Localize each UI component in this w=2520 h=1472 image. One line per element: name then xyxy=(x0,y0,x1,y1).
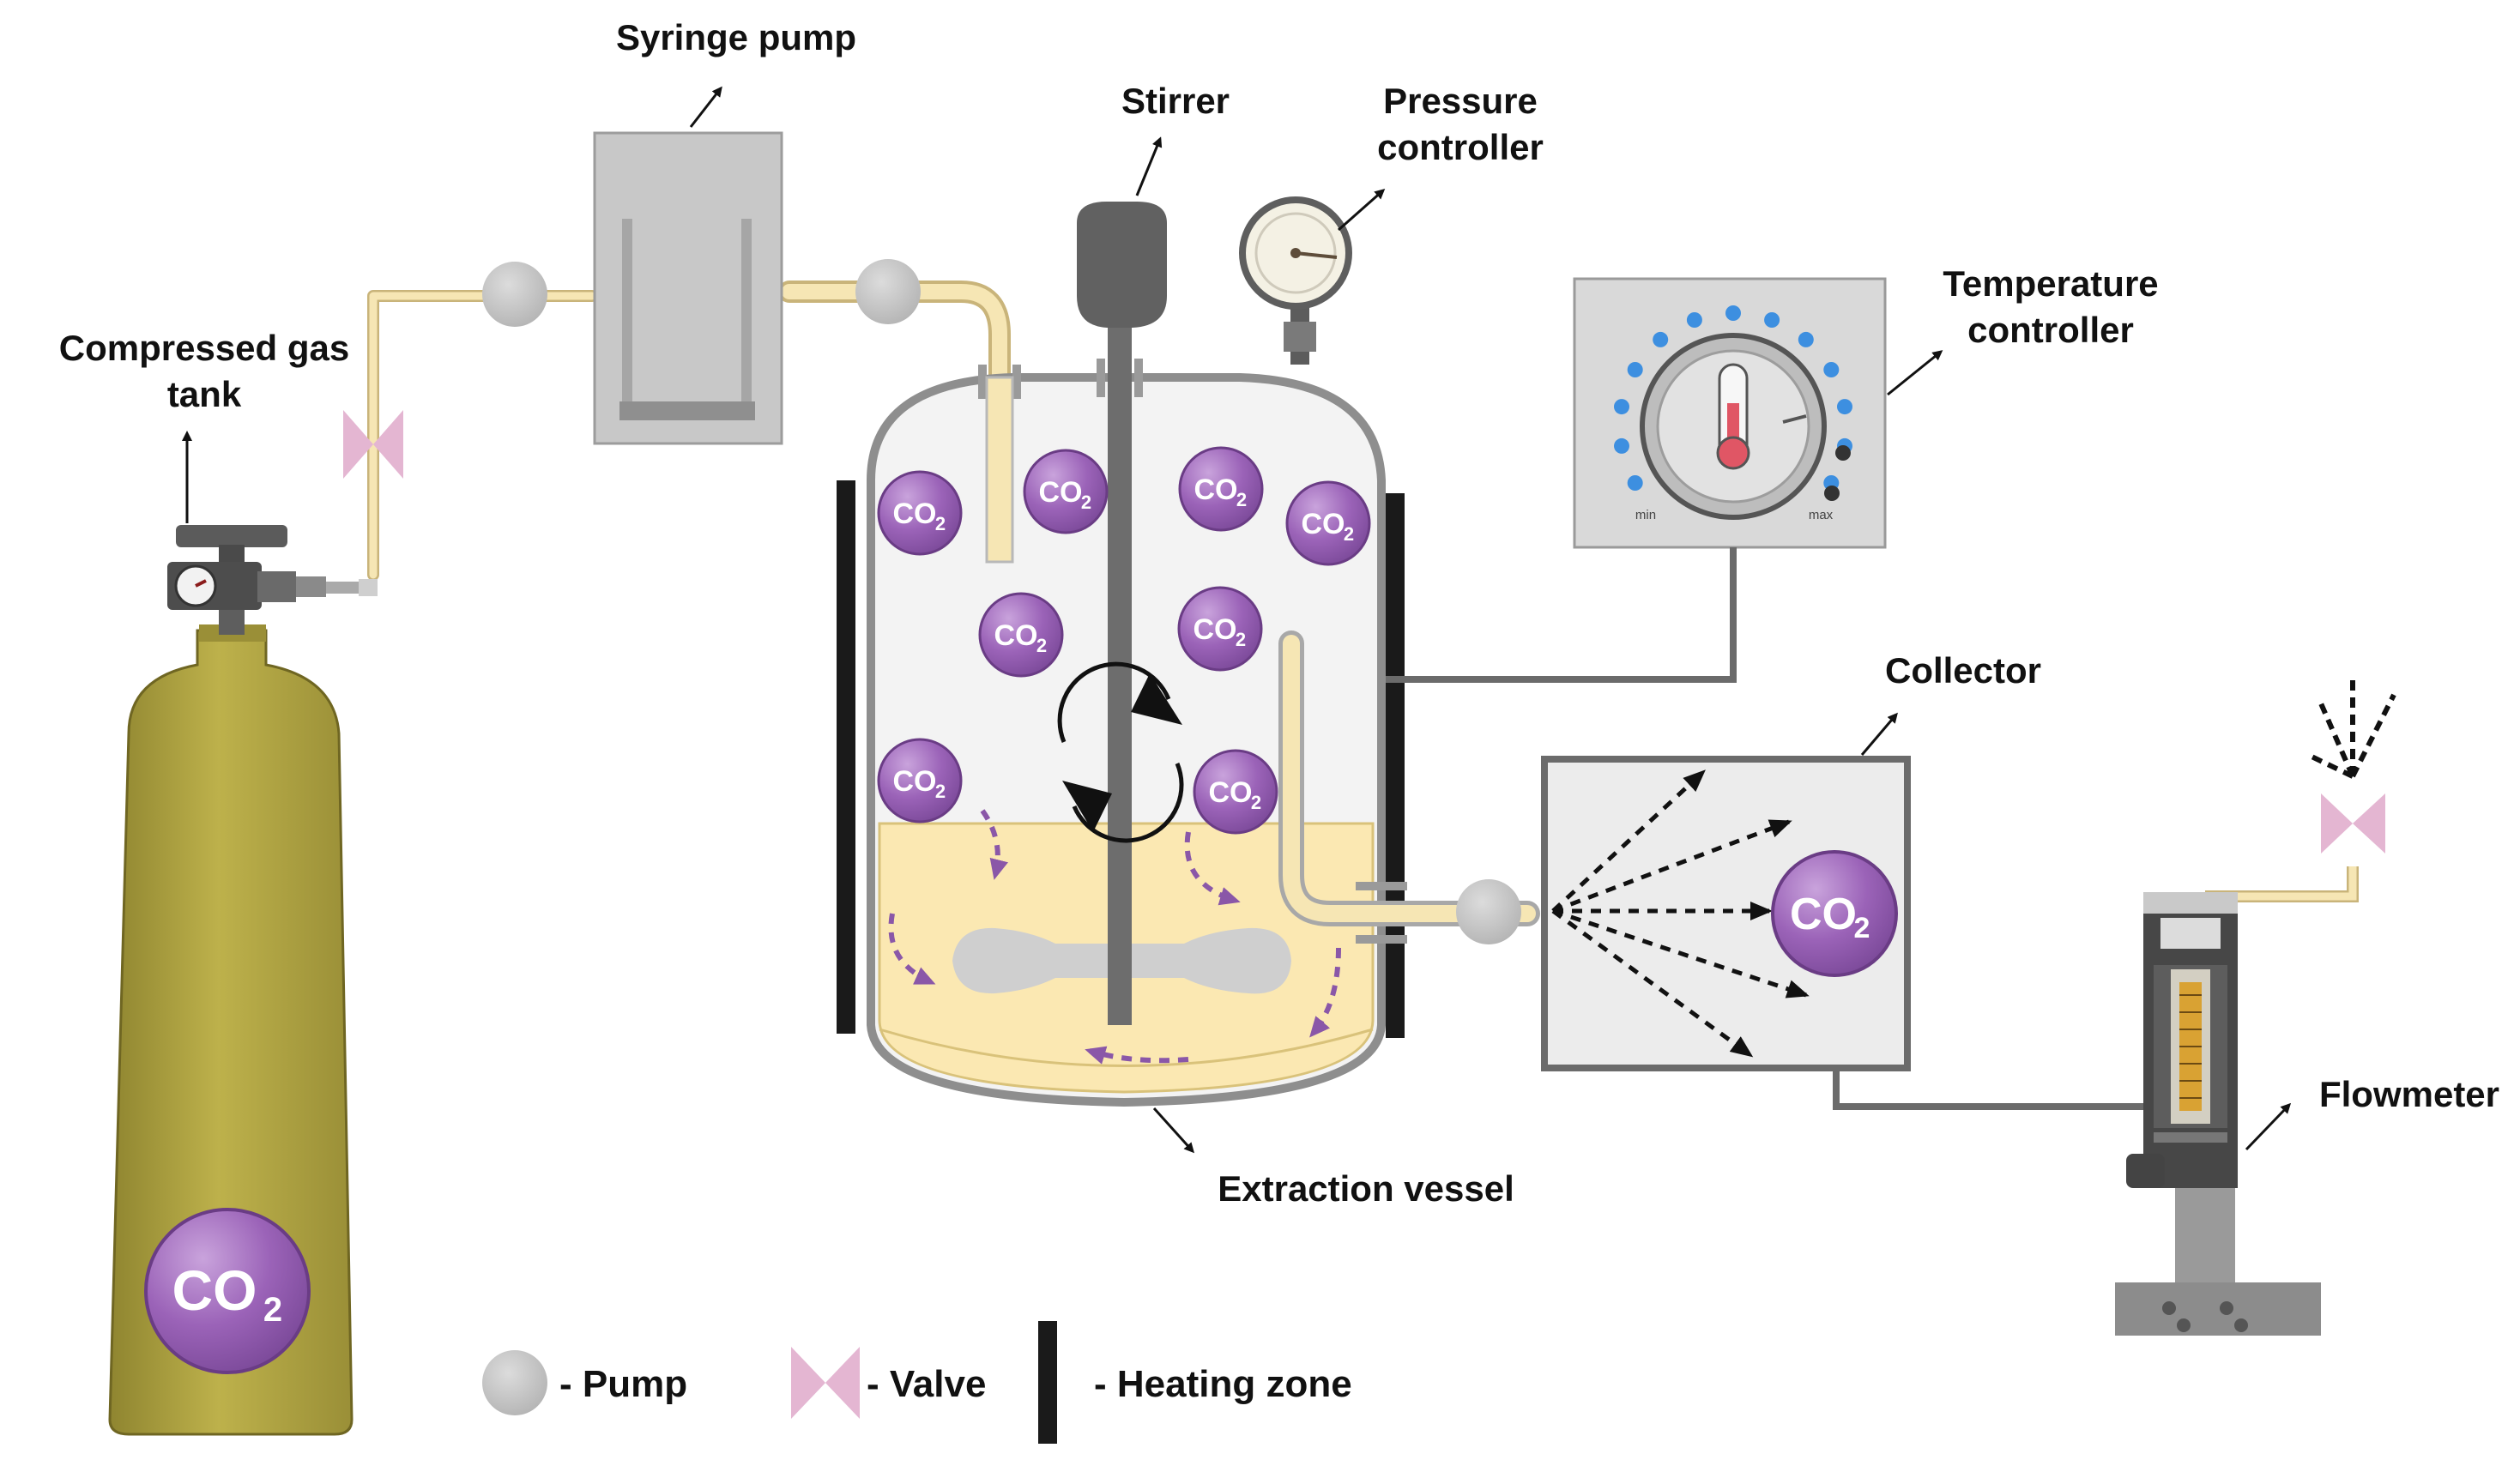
heating-zone-right xyxy=(1386,493,1405,1038)
legend: - Pump - Valve - Heating zone xyxy=(482,1321,1352,1444)
co2-bubble: CO2 xyxy=(1285,480,1371,566)
co2-label: CO xyxy=(1790,890,1857,939)
label-tank-line2: tank xyxy=(167,374,242,414)
label-pressure-line1: Pressure xyxy=(1383,81,1538,121)
dial-light xyxy=(1653,331,1669,347)
co2-bubble: CO2 xyxy=(1023,449,1109,534)
co2-bubble: CO2 xyxy=(1177,586,1263,672)
heating-zone-left xyxy=(837,480,855,1034)
compressed-gas-tank: CO 2 xyxy=(108,525,378,1436)
co2-label: CO xyxy=(1302,508,1345,540)
co2-subscript: 2 xyxy=(1251,792,1261,813)
co2-label: CO xyxy=(172,1258,257,1322)
collector-wire xyxy=(1833,1068,2149,1110)
label-collector: Collector xyxy=(1885,650,2041,691)
co2-bubble: CO2 xyxy=(1193,749,1278,835)
legend-valve-icon xyxy=(791,1347,860,1419)
co2-bubble-collector: CO 2 xyxy=(1771,850,1898,977)
exhaust-spray xyxy=(2306,680,2396,779)
co2-subscript: 2 xyxy=(1344,523,1354,545)
co2-label: CO xyxy=(994,619,1038,652)
dial-min-label: min xyxy=(1635,508,1656,522)
dial-light xyxy=(1614,437,1629,454)
dial-light xyxy=(1837,399,1852,415)
co2-subscript: 2 xyxy=(1854,912,1870,944)
legend-heating-text: - Heating zone xyxy=(1094,1363,1352,1405)
dial-light xyxy=(1627,475,1643,491)
legend-valve-text: - Valve xyxy=(867,1363,986,1405)
circulation-arrows xyxy=(888,809,1341,1065)
dial-light xyxy=(1627,362,1643,377)
dial-max-label: max xyxy=(1809,508,1834,522)
co2-label: CO xyxy=(1194,613,1237,646)
co2-subscript: 2 xyxy=(1236,489,1247,510)
co2-bubble: CO2 xyxy=(978,592,1064,678)
label-flowmeter: Flowmeter xyxy=(2319,1074,2499,1114)
dial-light xyxy=(1725,305,1741,321)
dial-light xyxy=(1686,312,1702,328)
syringe-pump xyxy=(593,131,783,445)
dial-light xyxy=(1614,399,1629,415)
co2-label: CO xyxy=(1194,474,1238,506)
feed-pump xyxy=(482,262,547,327)
co2-label: CO xyxy=(1209,776,1253,809)
tank-valve xyxy=(343,410,403,479)
legend-pump-icon xyxy=(482,1350,547,1415)
co2-subscript: 2 xyxy=(1036,635,1047,656)
label-temperature-line1: Temperature xyxy=(1943,263,2158,304)
co2-label: CO xyxy=(893,498,937,530)
temperature-wire xyxy=(1386,547,1737,683)
legend-heating-icon xyxy=(1038,1321,1057,1444)
co2-bubble: CO2 xyxy=(1178,446,1264,532)
exhaust-valve xyxy=(2321,793,2385,854)
dial-lights xyxy=(1614,305,1852,491)
pressure-controller xyxy=(1239,196,1352,365)
collector: CO 2 xyxy=(1541,756,1911,1071)
label-temperature-line2: controller xyxy=(1967,310,2134,350)
label-syringe-pump: Syringe pump xyxy=(616,17,856,57)
callout-arrows xyxy=(182,86,2292,1154)
vessel-feed-pump xyxy=(855,259,921,324)
outlet-tubing xyxy=(1278,630,1540,944)
co2-subscript: 2 xyxy=(935,513,946,534)
stirrer xyxy=(952,202,1291,1025)
co2-bubble: CO2 xyxy=(877,738,963,823)
co2-label: CO xyxy=(1039,476,1083,509)
flowmeter xyxy=(2115,866,2359,1336)
label-pressure-line2: controller xyxy=(1377,127,1544,167)
co2-subscript: 2 xyxy=(1081,492,1091,513)
co2-bubble: CO2 xyxy=(877,470,963,556)
dial-light xyxy=(1798,331,1814,347)
legend-pump-text: - Pump xyxy=(559,1363,687,1405)
co2-label: CO xyxy=(893,765,937,798)
outlet-pump xyxy=(1456,879,1521,944)
co2-bubble-tank: CO 2 xyxy=(144,1208,311,1374)
label-stirrer: Stirrer xyxy=(1121,81,1230,121)
dial-light xyxy=(1764,312,1780,328)
co2-subscript: 2 xyxy=(263,1291,282,1329)
co2-subscript: 2 xyxy=(1236,629,1246,650)
label-tank-line1: Compressed gas xyxy=(59,328,349,368)
temperature-controller: min max xyxy=(1573,277,1887,549)
dial-light xyxy=(1823,362,1840,377)
co2-subscript: 2 xyxy=(935,781,946,802)
label-extraction-vessel: Extraction vessel xyxy=(1218,1168,1514,1209)
